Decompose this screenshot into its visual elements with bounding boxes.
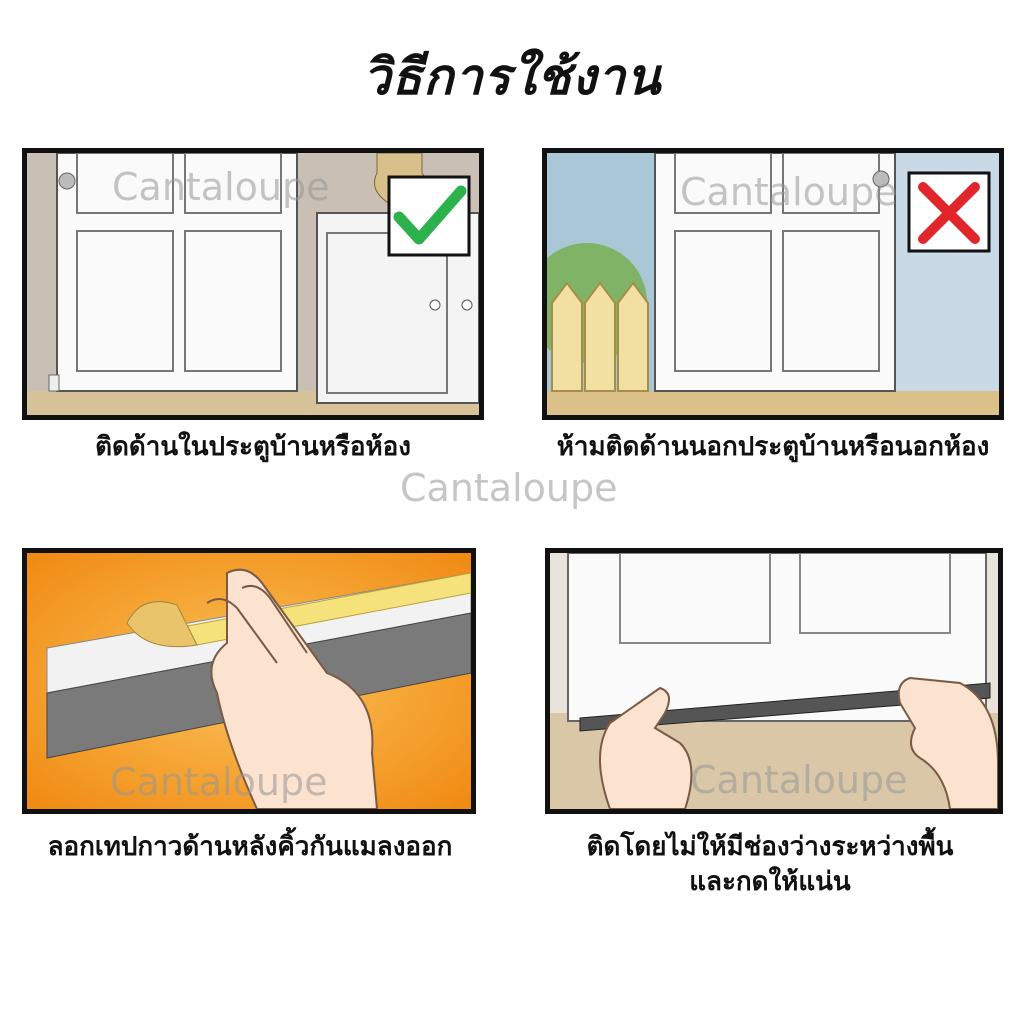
caption-inside-door: ติดด้านในประตูบ้านหรือห้อง (95, 432, 411, 462)
peel-tape-illustration (27, 553, 471, 809)
check-icon (393, 185, 467, 245)
panel-press-strip (545, 548, 1003, 814)
watermark-3: Cantaloupe (400, 466, 618, 510)
panel-peel-tape (22, 548, 476, 814)
caption-peel-tape: ลอกเทปกาวด้านหลังคิ้วกันแมลงออก (47, 832, 453, 862)
inside-door-illustration (27, 153, 479, 415)
caption-press-strip: ติดโดยไม่ให้มีช่องว่างระหว่างพื้น และกดใ… (520, 830, 1020, 900)
caption-press-strip-line1: ติดโดยไม่ให้มีช่องว่างระหว่างพื้น (586, 832, 954, 862)
press-strip-illustration (550, 553, 998, 809)
panel-outside-door (542, 148, 1004, 420)
cross-icon (918, 182, 980, 244)
caption-press-strip-line2: และกดให้แน่น (689, 867, 851, 898)
panel-inside-door (22, 148, 484, 420)
page-title: วิธีการใช้งาน (362, 48, 662, 106)
caption-outside-door: ห้ามติดด้านนอกประตูบ้านหรือนอกห้อง (556, 432, 990, 462)
outside-door-illustration (547, 153, 999, 415)
